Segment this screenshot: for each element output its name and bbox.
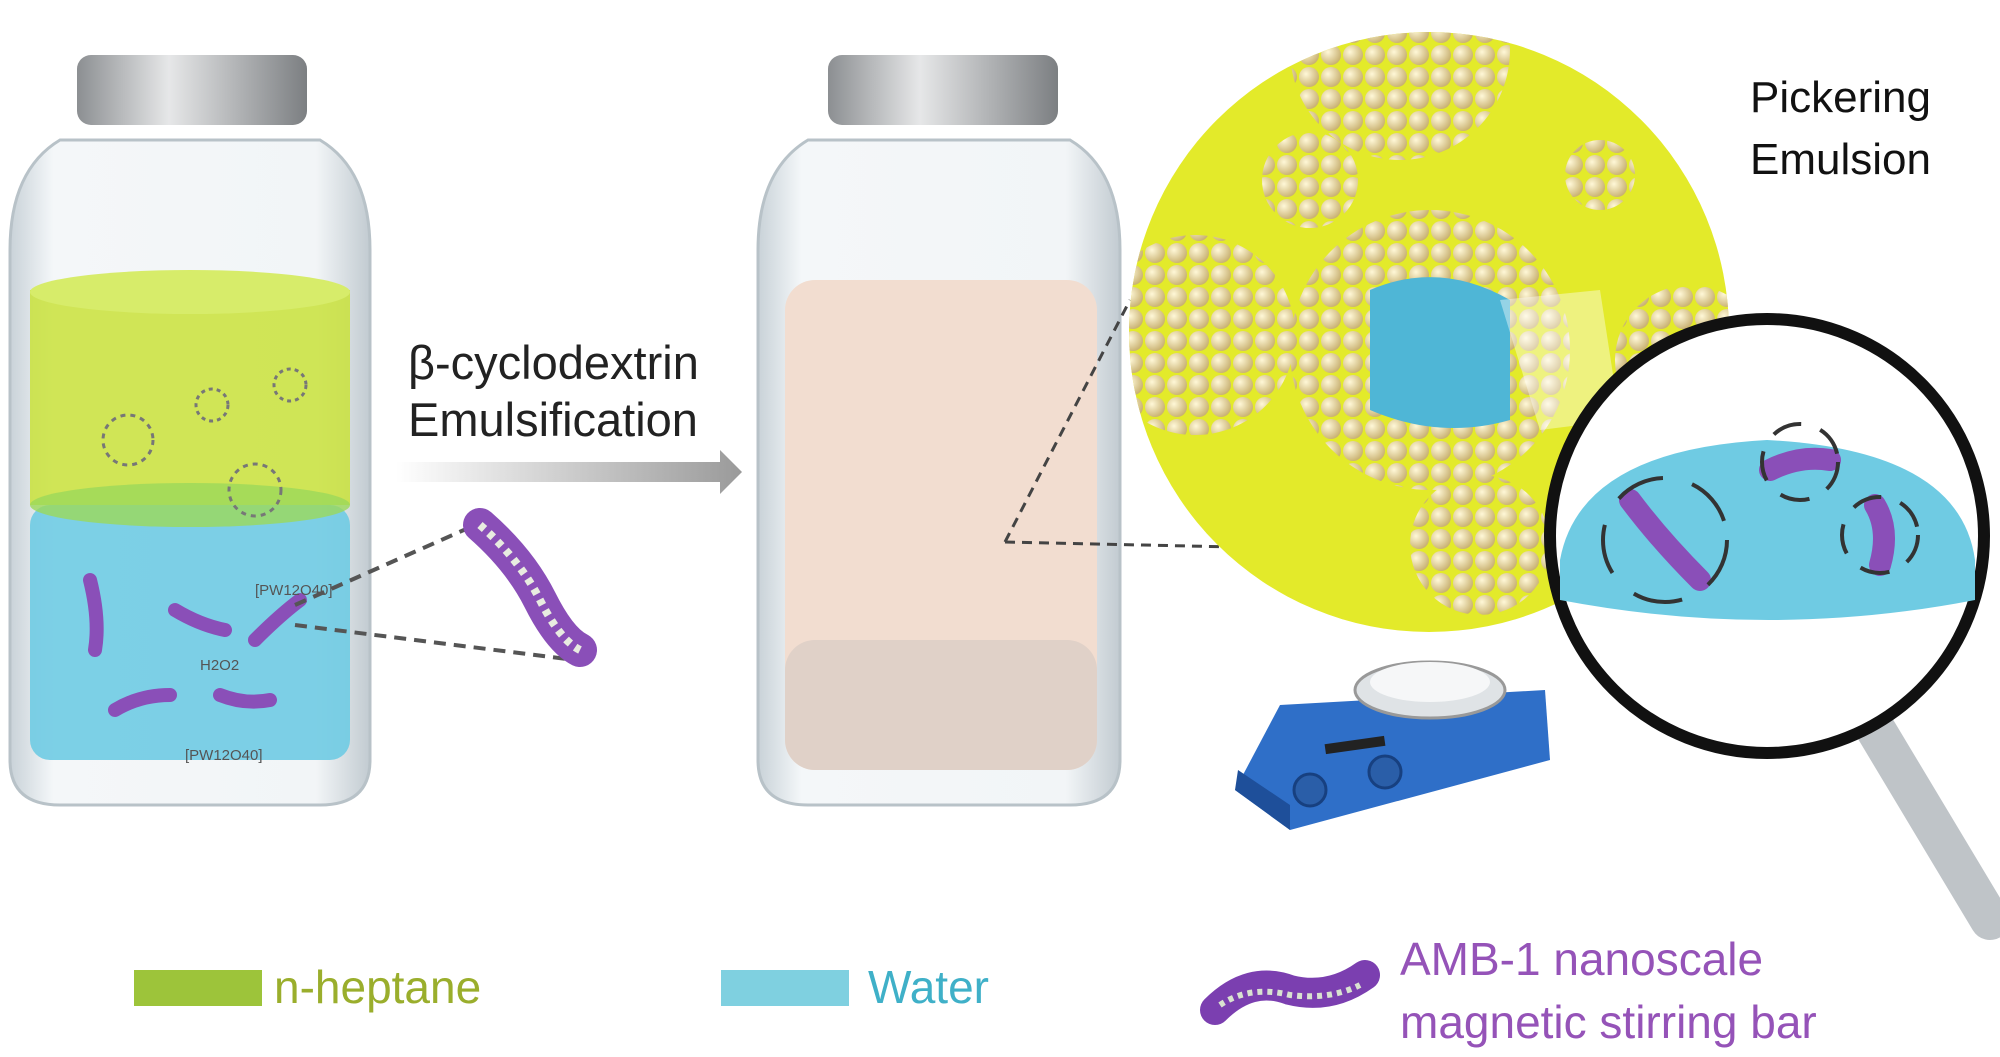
droplet — [1290, 32, 1510, 160]
legend-label-stir-bar-line1: AMB-1 nanoscale — [1400, 933, 1764, 985]
oxidant-label: H2O2 — [200, 657, 239, 674]
legend-label-stir-bar-line2: magnetic stirring bar — [1400, 996, 1817, 1048]
magnifier-handle — [1850, 700, 2000, 940]
emulsion-jar — [756, 55, 1122, 807]
legend-swatch-stir-bar — [1200, 960, 1380, 1025]
droplet — [1129, 235, 1295, 435]
catalyst-label-1: [PW12O40] — [255, 582, 333, 599]
jar-cap — [77, 55, 307, 125]
legend-swatch-n-heptane — [134, 970, 262, 1006]
knob — [1367, 754, 1403, 790]
water-layer — [30, 505, 350, 760]
stir-bars-rotating — [1619, 447, 1895, 591]
zoom-lines-stir-bar — [294, 523, 576, 662]
rotation-arrows-icon — [1601, 422, 1920, 604]
process-step-line2: Emulsification — [408, 393, 698, 446]
legend-label-water: Water — [868, 961, 989, 1013]
n-heptane-layer — [30, 290, 350, 505]
legend-swatch-water — [721, 970, 849, 1006]
water-droplet — [1560, 440, 1975, 620]
stir-bars — [83, 573, 307, 717]
reaction-jar-biphasic — [8, 55, 372, 807]
magnifier-lens — [1544, 313, 1990, 759]
process-arrow — [396, 450, 742, 494]
pickering-title-line1: Pickering — [1750, 73, 1931, 122]
jar-cap — [828, 55, 1058, 125]
knob — [1292, 772, 1328, 808]
droplet — [1410, 475, 1550, 615]
pickering-title-line2: Emulsion — [1750, 135, 1931, 184]
droplet — [1262, 132, 1358, 228]
cyclodextrin-icons — [101, 367, 308, 518]
legend-label-n-heptane: n-heptane — [274, 961, 482, 1013]
magnetic-stirrer-hotplate — [1235, 660, 1550, 830]
process-step-line1: β-cyclodextrin — [408, 336, 699, 389]
droplet — [1565, 140, 1635, 210]
stir-bar-magnified — [463, 508, 597, 667]
catalyst-label-2: [PW12O40] — [185, 747, 263, 764]
